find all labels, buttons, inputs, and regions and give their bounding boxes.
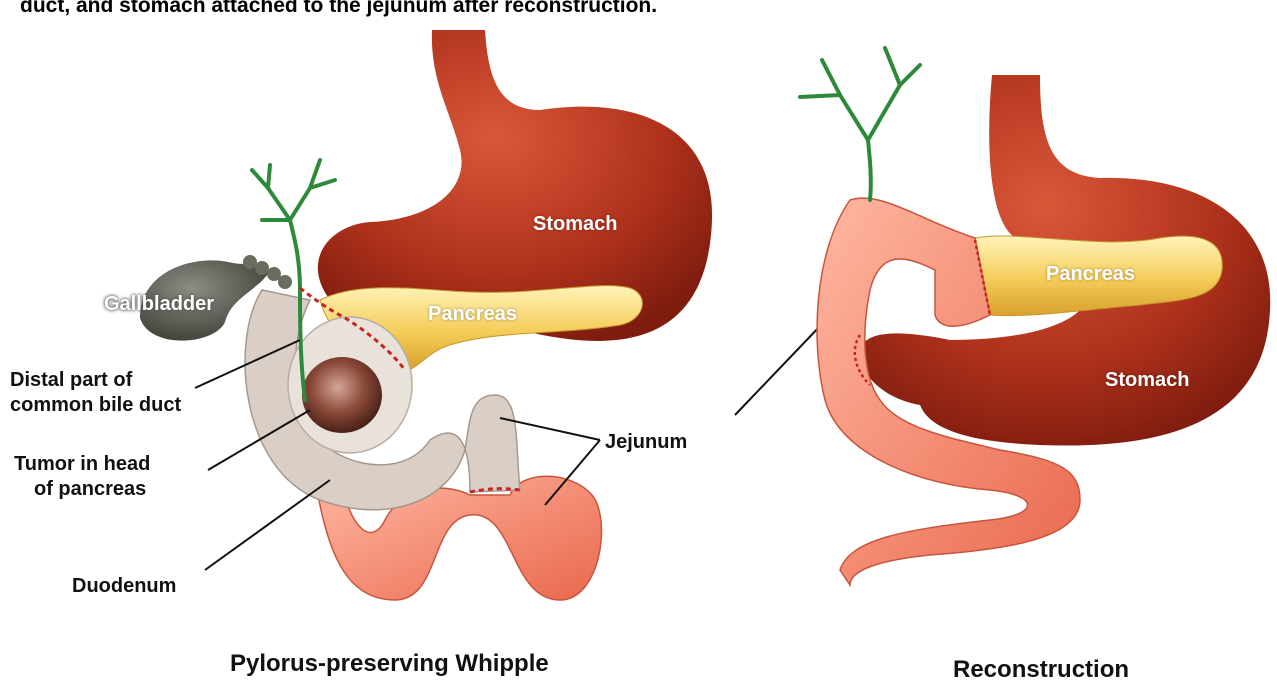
label-bile-duct-line1: Distal part of — [10, 368, 132, 392]
tumor-mass — [302, 357, 382, 433]
label-stomach-right: Stomach — [1105, 368, 1189, 392]
right-bile-duct — [800, 48, 920, 200]
right-panel-title: Reconstruction — [953, 656, 1129, 684]
right-panel-figure — [800, 48, 1270, 585]
label-jejunum: Jejunum — [605, 430, 687, 454]
label-stomach-left: Stomach — [533, 212, 617, 236]
left-panel-title: Pylorus-preserving Whipple — [230, 650, 549, 678]
label-bile-duct-line2: common bile duct — [10, 393, 181, 417]
label-pancreas-left: Pancreas — [428, 302, 517, 326]
label-tumor-line1: Tumor in head — [14, 452, 150, 476]
label-gallbladder: Gallbladder — [104, 292, 214, 316]
left-panel-figure — [140, 30, 712, 600]
label-pancreas-right: Pancreas — [1046, 262, 1135, 286]
label-duodenum: Duodenum — [72, 574, 176, 598]
label-tumor-line2: of pancreas — [34, 477, 146, 501]
figure-caption: duct, and stomach attached to the jejunu… — [20, 0, 1020, 18]
